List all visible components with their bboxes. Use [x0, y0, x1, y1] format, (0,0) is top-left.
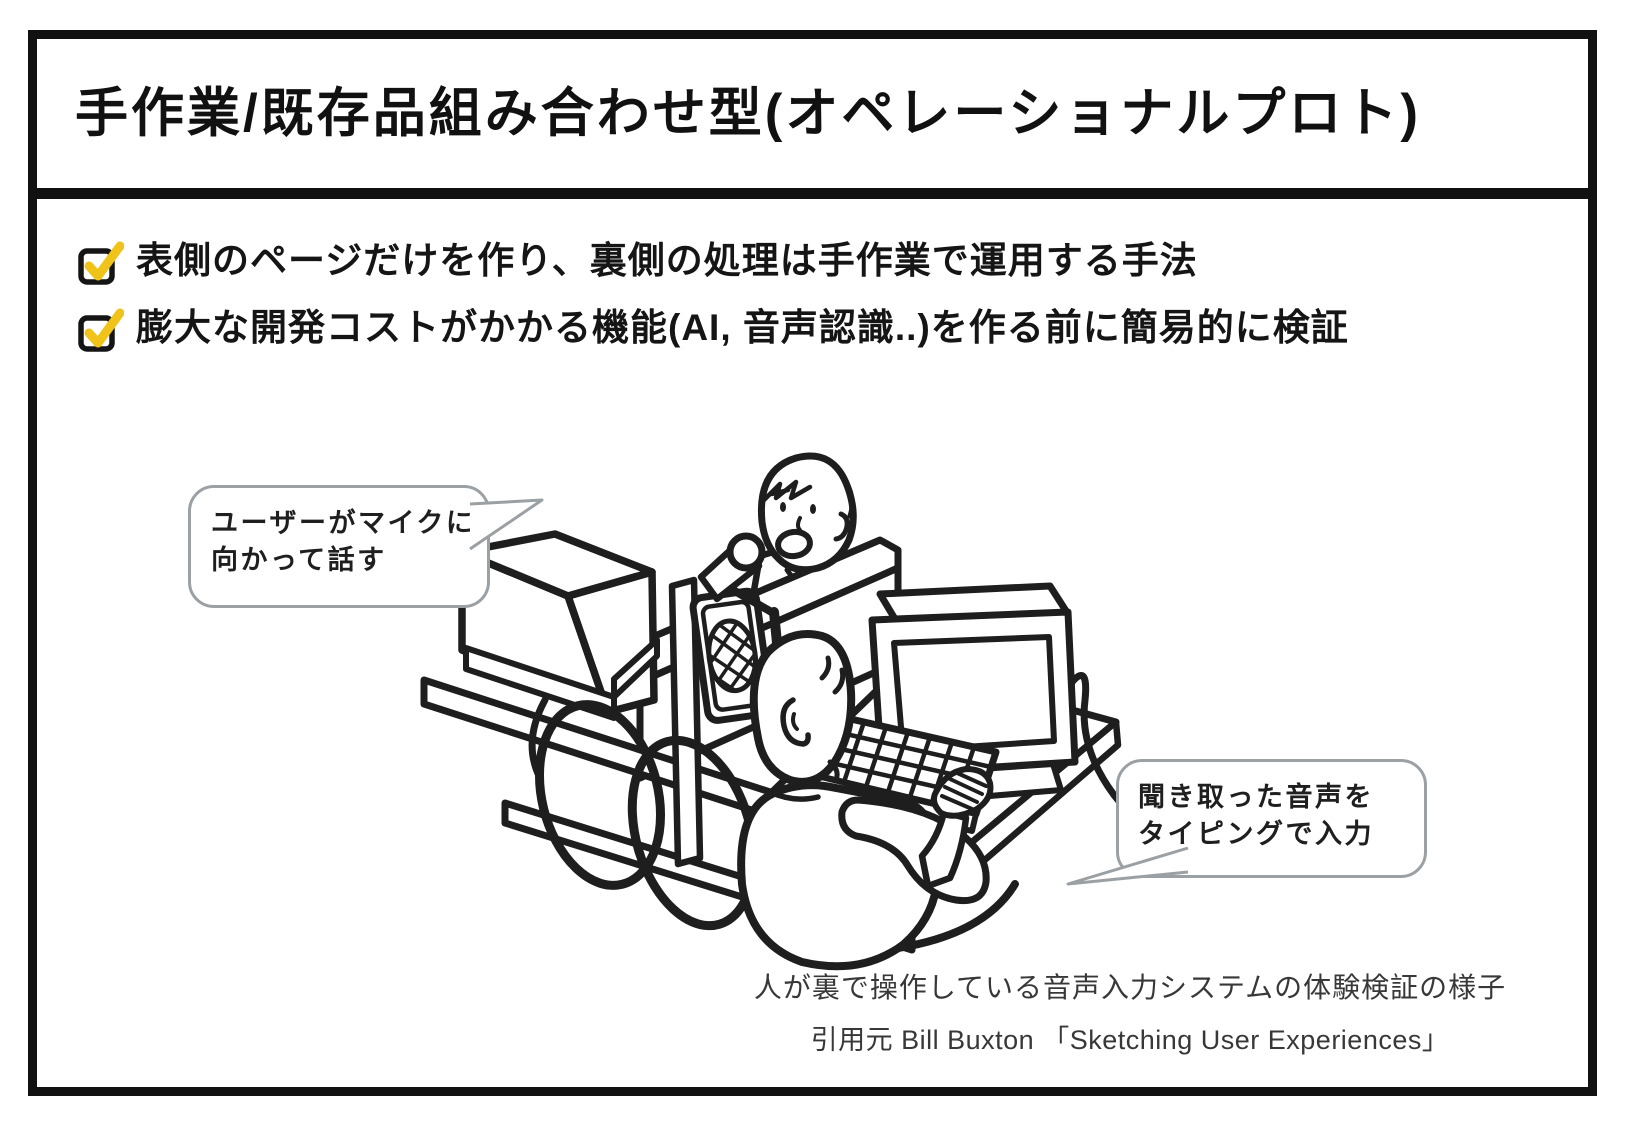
bullet-item: 表側のページだけを作り、裏側の処理は手作業で運用する手法: [78, 238, 1198, 286]
bullet-text: 膨大な開発コストがかかる機能(AI, 音声認識..)を作る前に簡易的に検証: [136, 307, 1349, 348]
bubble-text: タイピングで入力: [1138, 819, 1374, 849]
checked-checkbox-icon: [78, 308, 124, 352]
bullet-item: 膨大な開発コストがかかる機能(AI, 音声認識..)を作る前に簡易的に検証: [78, 305, 1349, 353]
page-title: 手作業/既存品組み合わせ型(オペレーショナルプロト): [75, 84, 1421, 143]
checked-checkbox-icon: [78, 241, 124, 285]
caption-block: 人が裏で操作している音声入力システムの体験検証の様子 引用元 Bill Buxt…: [680, 966, 1580, 1057]
bubble-text: 向かって話す: [211, 545, 387, 575]
citation-text: 引用元 Bill Buxton 「Sketching User Experien…: [810, 1025, 1450, 1055]
title-divider: [37, 188, 1588, 199]
bullet-text: 表側のページだけを作り、裏側の処理は手作業で運用する手法: [136, 240, 1198, 281]
bubble-text: ユーザーがマイクに: [211, 508, 476, 538]
bubble-text: 聞き取った音声を: [1138, 782, 1374, 812]
caption-text: 人が裏で操作している音声入力システムの体験検証の様子: [753, 972, 1507, 1003]
speech-bubble-operator: 聞き取った音声を タイピングで入力: [1116, 759, 1427, 878]
speech-bubble-user: ユーザーがマイクに 向かって話す: [188, 485, 490, 608]
